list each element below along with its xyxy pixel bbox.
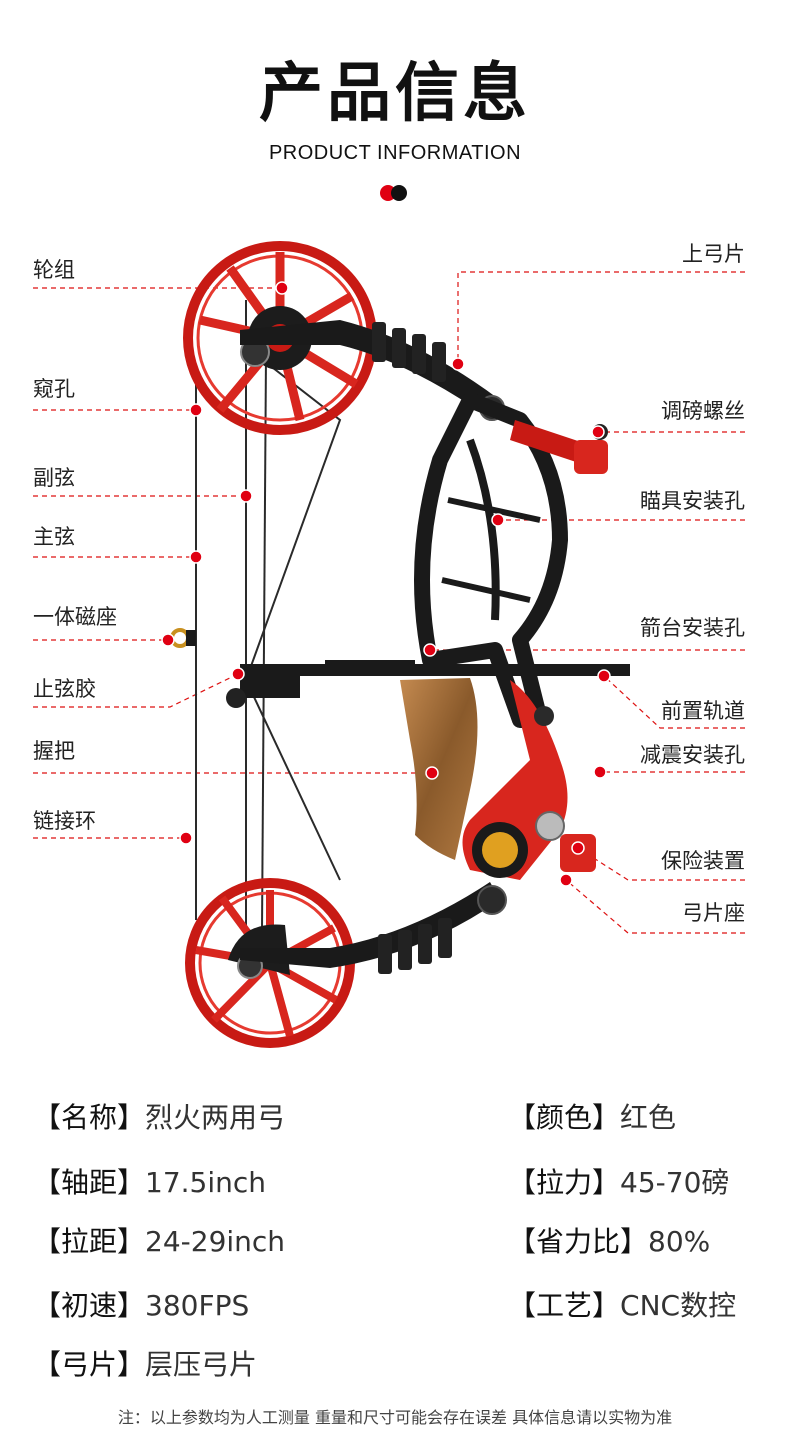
page-title: 产品信息 xyxy=(259,57,531,131)
label-front-rail: 前置轨道 xyxy=(661,699,745,723)
page-subtitle: PRODUCT INFORMATION xyxy=(268,142,522,164)
spec-name: 【名称】烈火两用弓 xyxy=(33,1101,286,1134)
spec-velocity: 【初速】380FPS xyxy=(33,1289,250,1322)
spec-draw-weight: 【拉力】45-70磅 xyxy=(508,1166,730,1199)
label-magnetic-seat: 一体磁座 xyxy=(33,605,117,629)
label-limb-pocket: 弓片座 xyxy=(682,901,745,925)
label-safety-device: 保险装置 xyxy=(661,849,745,873)
black-dot-icon xyxy=(391,185,407,201)
label-upper-limb: 上弓片 xyxy=(682,242,745,266)
spec-color: 【颜色】红色 xyxy=(508,1101,677,1134)
spec-draw-length: 【拉距】24-29inch xyxy=(33,1225,286,1258)
riser xyxy=(414,392,608,880)
decorative-dots xyxy=(380,185,412,203)
label-cam-wheel: 轮组 xyxy=(33,258,75,282)
label-weight-screw: 调磅螺丝 xyxy=(661,399,745,423)
spec-axle-length: 【轴距】17.5inch xyxy=(33,1166,267,1199)
magnetic-seat xyxy=(170,628,196,648)
label-peep-hole: 窥孔 xyxy=(33,377,75,401)
label-arrow-rest-mount: 箭台安装孔 xyxy=(640,616,745,640)
disclaimer-note: 注：以上参数均为人工测量 重量和尺寸可能会存在误差 具体信息请以实物为准 xyxy=(117,1408,673,1427)
front-rail xyxy=(226,660,630,708)
label-string-stopper: 止弦胶 xyxy=(33,677,96,701)
label-link-ring: 链接环 xyxy=(33,809,96,833)
label-sight-mount: 瞄具安装孔 xyxy=(640,489,745,513)
spec-limbs: 【弓片】层压弓片 xyxy=(33,1348,258,1381)
label-grip: 握把 xyxy=(33,739,75,763)
wood-grip xyxy=(400,678,478,860)
callout-lines-left xyxy=(33,287,432,839)
spec-process: 【工艺】CNC数控 xyxy=(508,1289,737,1322)
label-stabilizer-mount: 减震安装孔 xyxy=(640,743,745,767)
marker-dots xyxy=(161,281,611,887)
lower-limb xyxy=(240,882,507,974)
label-cable: 副弦 xyxy=(33,466,75,490)
spec-let-off: 【省力比】80% xyxy=(508,1225,711,1258)
label-main-string: 主弦 xyxy=(33,525,75,549)
